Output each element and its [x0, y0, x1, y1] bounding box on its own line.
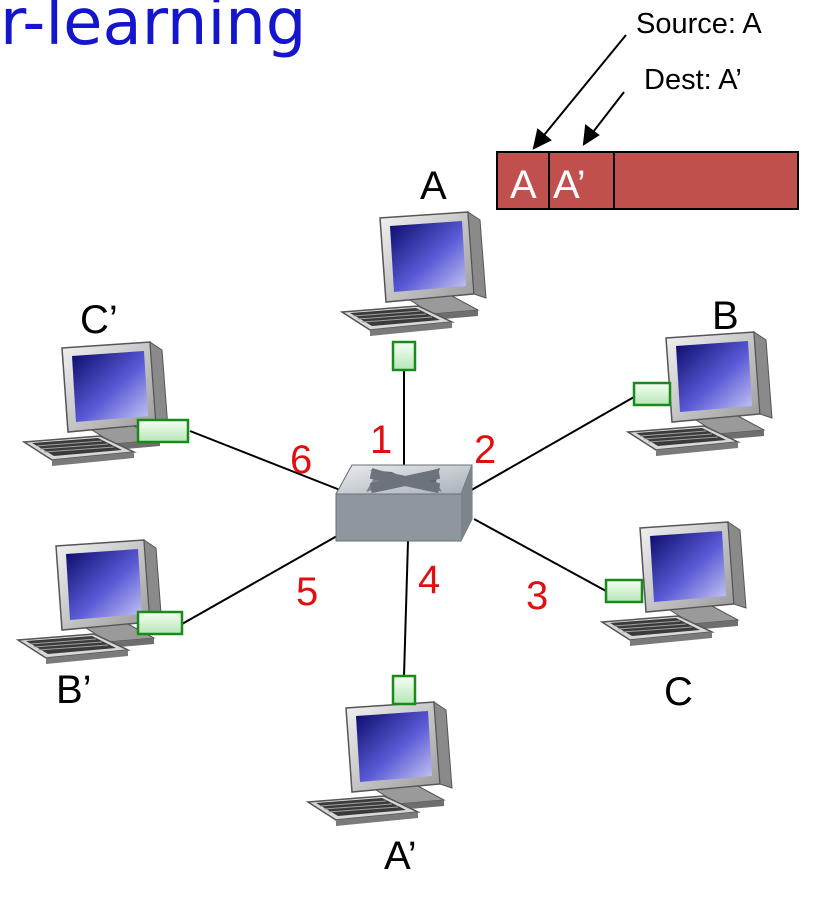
host-b-prime-computer-icon [17, 539, 163, 665]
host-label-b: B [712, 294, 739, 338]
host-label-c-prime: C’ [80, 298, 118, 342]
link-port-4 [403, 540, 409, 677]
host-a-computer-icon [341, 211, 487, 337]
link-port-5 [181, 531, 345, 625]
host-label-c: C [664, 670, 693, 714]
port-label-2: 2 [474, 428, 497, 472]
link-port-2 [467, 396, 635, 493]
port-label-1: 1 [370, 418, 393, 462]
port-label-5: 5 [296, 570, 319, 614]
port-label-4: 4 [418, 558, 441, 602]
frame-dest-field: A’ [553, 163, 586, 207]
link-port-3 [473, 518, 607, 592]
slide-title: r-learning [0, 0, 307, 60]
interface-c-prime [136, 418, 190, 444]
host-label-b-prime: B’ [56, 668, 92, 712]
interface-b-prime [136, 610, 184, 636]
links [181, 370, 635, 677]
frame-source-field: A [510, 163, 537, 207]
host-label-a: A [420, 164, 447, 208]
port-label-3: 3 [526, 574, 549, 618]
port-label-6: 6 [290, 438, 313, 482]
interface-a [391, 340, 417, 372]
interfaces [136, 340, 672, 706]
host-c-prime-computer-icon [23, 341, 169, 467]
link-port-6 [189, 430, 341, 491]
switch-icon [335, 464, 473, 542]
host-a-prime-computer-icon [307, 701, 453, 827]
dest-annotation: Dest: A’ [644, 64, 742, 96]
frame-body [496, 151, 799, 210]
interface-a-prime [391, 674, 417, 706]
annotation-arrows [532, 34, 627, 150]
interface-c [604, 578, 644, 604]
source-annotation: Source: A [636, 8, 762, 40]
interface-b [632, 381, 672, 407]
host-label-a-prime: A’ [384, 834, 417, 878]
ethernet-frame: A A’ [496, 151, 799, 210]
